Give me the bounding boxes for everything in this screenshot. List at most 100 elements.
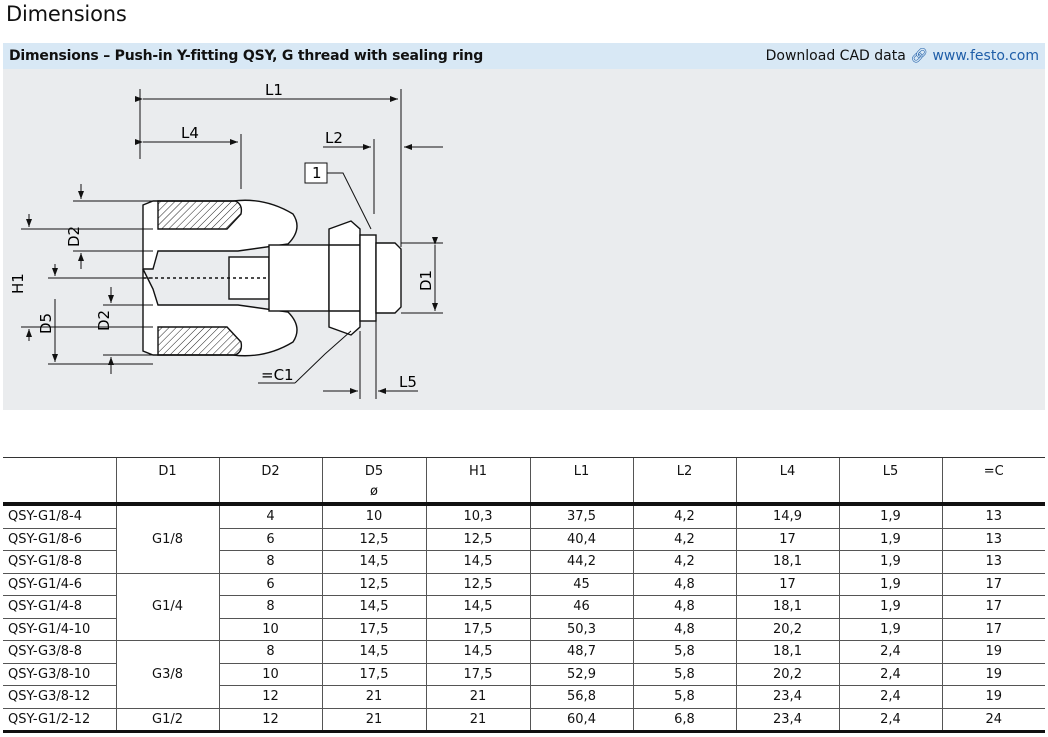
value-cell: 8 bbox=[218, 595, 322, 619]
value-cell: 13 bbox=[941, 528, 1045, 551]
value-cell: 17,5 bbox=[321, 663, 426, 686]
value-cell: G1/4 bbox=[115, 573, 219, 641]
value-cell: 17 bbox=[941, 618, 1045, 641]
value-cell: 10 bbox=[218, 663, 322, 686]
value-cell: 23,4 bbox=[735, 708, 839, 733]
value-cell: 20,2 bbox=[735, 618, 839, 641]
header-l5: L5 bbox=[838, 457, 942, 506]
dimensions-panel: Dimensions – Push-in Y-fitting QSY, G th… bbox=[3, 43, 1045, 410]
value-cell: 4,8 bbox=[632, 595, 736, 619]
value-cell: 8 bbox=[218, 550, 322, 574]
value-cell: 20,2 bbox=[735, 663, 839, 686]
value-cell: 14,5 bbox=[425, 595, 530, 619]
type-cell: QSY-G3/8-8 bbox=[3, 640, 116, 664]
value-cell: 1,9 bbox=[838, 618, 942, 641]
value-cell: 24 bbox=[941, 708, 1045, 733]
value-cell: 10,3 bbox=[425, 504, 530, 529]
value-cell: 18,1 bbox=[735, 640, 839, 664]
type-cell: QSY-G3/8-10 bbox=[3, 663, 116, 686]
dim-d2-upper bbox=[73, 184, 153, 269]
dim-l1 bbox=[135, 89, 402, 247]
value-cell: 4,8 bbox=[632, 573, 736, 596]
value-cell: 12,5 bbox=[425, 573, 530, 596]
label-l4: L4 bbox=[181, 124, 199, 142]
label-l5: L5 bbox=[399, 373, 417, 391]
value-cell: 14,5 bbox=[425, 550, 530, 574]
value-cell: 1,9 bbox=[838, 595, 942, 619]
label-h1: H1 bbox=[9, 273, 27, 294]
value-cell: 2,4 bbox=[838, 640, 942, 664]
value-cell: 4,2 bbox=[632, 528, 736, 551]
section-header: Dimensions – Push-in Y-fitting QSY, G th… bbox=[3, 43, 1045, 69]
value-cell: 21 bbox=[425, 708, 530, 733]
value-cell: 21 bbox=[425, 685, 530, 709]
value-cell: 14,9 bbox=[735, 504, 839, 529]
callout-label: 1 bbox=[312, 164, 322, 182]
header-type bbox=[3, 457, 116, 506]
technical-drawing: L1 L4 L2 1 bbox=[9, 81, 443, 399]
value-cell: 12,5 bbox=[321, 528, 426, 551]
cad-label: Download CAD data bbox=[765, 48, 906, 64]
type-cell: QSY-G1/8-6 bbox=[3, 528, 116, 551]
value-cell: 1,9 bbox=[838, 550, 942, 574]
download-cad-link[interactable]: Download CAD data 🔗︎ www.festo.com bbox=[766, 48, 1039, 64]
value-cell: 48,7 bbox=[529, 640, 633, 664]
value-cell: 6 bbox=[218, 573, 322, 596]
value-cell: 19 bbox=[941, 685, 1045, 709]
header-d1: D1 bbox=[115, 457, 219, 506]
dim-d1 bbox=[401, 237, 443, 314]
value-cell: 19 bbox=[941, 663, 1045, 686]
value-cell: 17 bbox=[735, 573, 839, 596]
label-l1: L1 bbox=[265, 81, 283, 99]
value-cell: 18,1 bbox=[735, 595, 839, 619]
dim-d5 bbox=[48, 264, 153, 365]
dim-l2 bbox=[323, 139, 443, 214]
dim-d2-lower bbox=[103, 287, 153, 374]
wrench-leader bbox=[294, 330, 352, 384]
type-cell: QSY-G3/8-12 bbox=[3, 685, 116, 709]
header-d2: D2 bbox=[218, 457, 322, 506]
value-cell: G1/8 bbox=[115, 504, 219, 574]
type-cell: QSY-G1/2-12 bbox=[3, 708, 116, 733]
fitting-body bbox=[142, 199, 402, 357]
value-cell: 46 bbox=[529, 595, 633, 619]
type-cell: QSY-G1/4-6 bbox=[3, 573, 116, 596]
value-cell: 5,8 bbox=[632, 663, 736, 686]
label-wrench: =C1 bbox=[261, 366, 294, 384]
value-cell: 6,8 bbox=[632, 708, 736, 733]
value-cell: 10 bbox=[218, 618, 322, 641]
value-cell: 17 bbox=[735, 528, 839, 551]
value-cell: 4,2 bbox=[632, 504, 736, 529]
value-cell: 17,5 bbox=[425, 663, 530, 686]
value-cell: 18,1 bbox=[735, 550, 839, 574]
value-cell: 4,2 bbox=[632, 550, 736, 574]
diameter-symbol: ø bbox=[370, 484, 378, 499]
type-cell: QSY-G1/4-10 bbox=[3, 618, 116, 641]
value-cell: 37,5 bbox=[529, 504, 633, 529]
value-cell: 12 bbox=[218, 685, 322, 709]
value-cell: 14,5 bbox=[321, 640, 426, 664]
value-cell: 5,8 bbox=[632, 640, 736, 664]
link-icon: 🔗︎ bbox=[910, 48, 929, 64]
value-cell: 12,5 bbox=[321, 573, 426, 596]
value-cell: 44,2 bbox=[529, 550, 633, 574]
value-cell: 8 bbox=[218, 640, 322, 664]
value-cell: 21 bbox=[321, 708, 426, 733]
label-l2: L2 bbox=[325, 129, 343, 147]
value-cell: 17 bbox=[941, 573, 1045, 596]
header-l1: L1 bbox=[529, 457, 633, 506]
header-h1: H1 bbox=[425, 457, 530, 506]
dim-h1 bbox=[21, 214, 153, 341]
value-cell: 12,5 bbox=[425, 528, 530, 551]
value-cell: 17,5 bbox=[321, 618, 426, 641]
cad-url[interactable]: www.festo.com bbox=[932, 48, 1039, 64]
page-title: Dimensions bbox=[6, 2, 127, 26]
value-cell: 50,3 bbox=[529, 618, 633, 641]
value-cell: 1,9 bbox=[838, 528, 942, 551]
value-cell: 14,5 bbox=[321, 550, 426, 574]
